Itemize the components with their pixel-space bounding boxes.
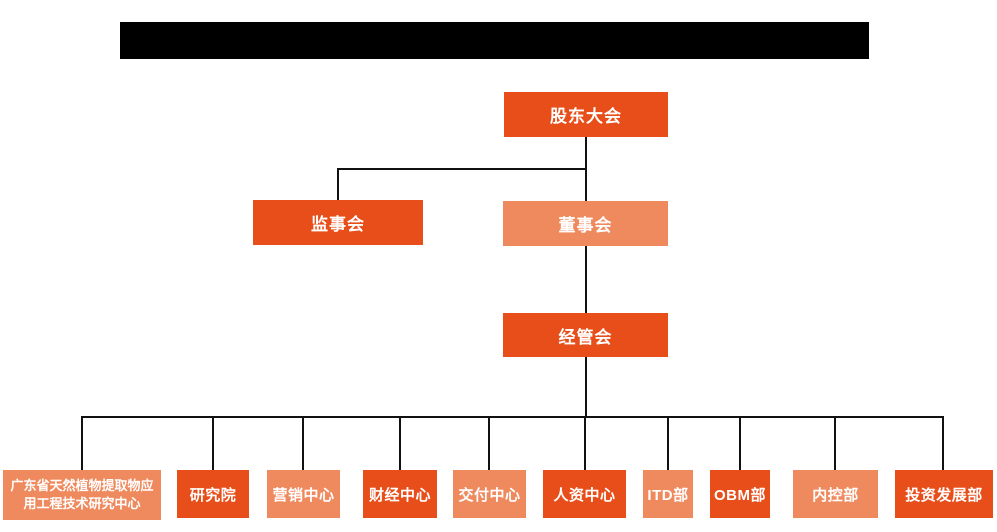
node-label: 股东大会 [550,107,622,126]
node-dept-research-institute: 研究院 [177,470,249,518]
connector-dept-drop-1 [81,416,83,470]
node-management-committee: 经管会 [503,313,668,357]
node-label: 经管会 [558,327,613,347]
node-dept-hr-center: 人资中心 [543,470,626,518]
node-board-of-directors: 董事会 [503,201,668,246]
node-label: 财经中心 [368,486,431,504]
connector-shareholders-down [585,137,587,169]
connector-dept-drop-10 [942,416,944,470]
node-label: 内控部 [812,486,859,504]
node-dept-obm: OBM部 [710,470,770,518]
connector-dept-drop-5 [488,416,490,470]
connector-dept-drop-2 [212,416,214,470]
node-label: 董事会 [558,216,613,235]
node-label: 监事会 [311,215,365,234]
node-dept-marketing-center: 营销中心 [267,470,340,518]
node-shareholders-meeting: 股东大会 [504,92,668,137]
node-label: 营销中心 [272,486,335,504]
connector-dept-drop-7 [667,416,669,470]
connector-board-drop [585,168,587,201]
connector-supervisory-drop [337,168,339,200]
node-label: 研究院 [189,486,237,504]
connector-dept-drop-4 [399,416,401,470]
node-label: 广东省天然植物提取物应用工程技术研究中心 [10,478,154,511]
node-supervisory-board: 监事会 [253,200,423,245]
node-dept-research-center: 广东省天然植物提取物应用工程技术研究中心 [3,470,161,520]
node-label: 交付中心 [458,486,521,504]
redacted-title-bar [120,22,869,59]
node-dept-itd: ITD部 [643,470,693,518]
connector-dept-drop-6 [584,416,586,470]
node-dept-internal-control: 内控部 [793,470,878,518]
connector-level2-horizontal [337,168,587,170]
node-label: 投资发展部 [905,486,983,504]
node-dept-delivery-center: 交付中心 [453,470,526,518]
node-label: ITD部 [647,486,689,504]
connector-departments-horizontal [81,416,944,418]
node-dept-investment-development: 投资发展部 [895,470,993,518]
connector-dept-drop-3 [302,416,304,470]
node-dept-finance-center: 财经中心 [363,470,437,518]
connector-management-down [585,357,587,417]
connector-dept-drop-8 [739,416,741,470]
connector-dept-drop-9 [834,416,836,470]
connector-board-management [585,246,587,313]
node-label: OBM部 [714,486,766,504]
node-label: 人资中心 [553,486,616,504]
